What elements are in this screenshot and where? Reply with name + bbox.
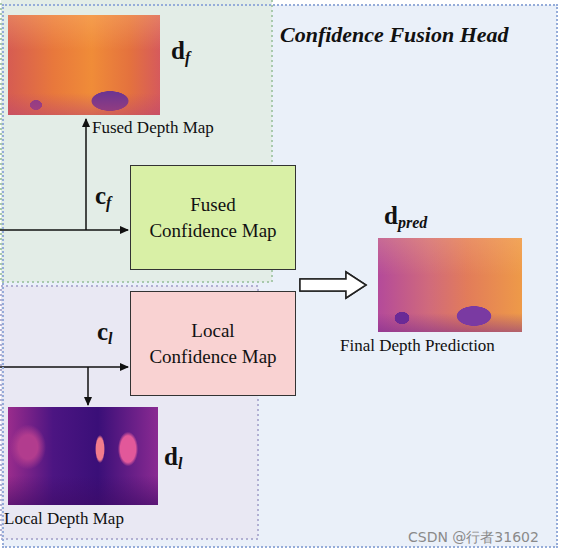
hollow-arrow [300, 272, 366, 298]
fusion-head-band: Confidence Fusion HeaddfFused Depth MapF… [2, 4, 558, 548]
watermark: CSDN @行者31602 [408, 529, 539, 547]
signal-name: cl [97, 318, 113, 348]
fused-branch-wire [85, 119, 87, 230]
fused-input-wire [0, 229, 128, 231]
signal-name: cf [95, 182, 111, 212]
hollow-arrow [300, 272, 366, 298]
math-symbol: dpred [384, 202, 427, 232]
local-depth-image: dlLocal Depth Map [8, 407, 158, 505]
box-label: Fused Confidence Map [148, 192, 278, 244]
process-box: Fused Confidence Map [130, 165, 296, 270]
image-caption: Final Depth Prediction [340, 336, 495, 356]
final-depth-image: dpredFinal Depth Prediction [378, 238, 522, 332]
math-symbol: dl [164, 443, 182, 473]
fused-depth-image: dfFused Depth Map [8, 15, 160, 115]
process-box: Local Confidence Map [130, 291, 296, 396]
panel-title: Confidence Fusion Head [280, 22, 509, 48]
image-caption: Fused Depth Map [92, 118, 214, 138]
local-branch-wire [87, 367, 89, 405]
math-symbol: df [171, 37, 190, 67]
image-caption: Local Depth Map [4, 509, 124, 529]
box-label: Local Confidence Map [148, 318, 278, 370]
local-input-wire [0, 366, 128, 368]
